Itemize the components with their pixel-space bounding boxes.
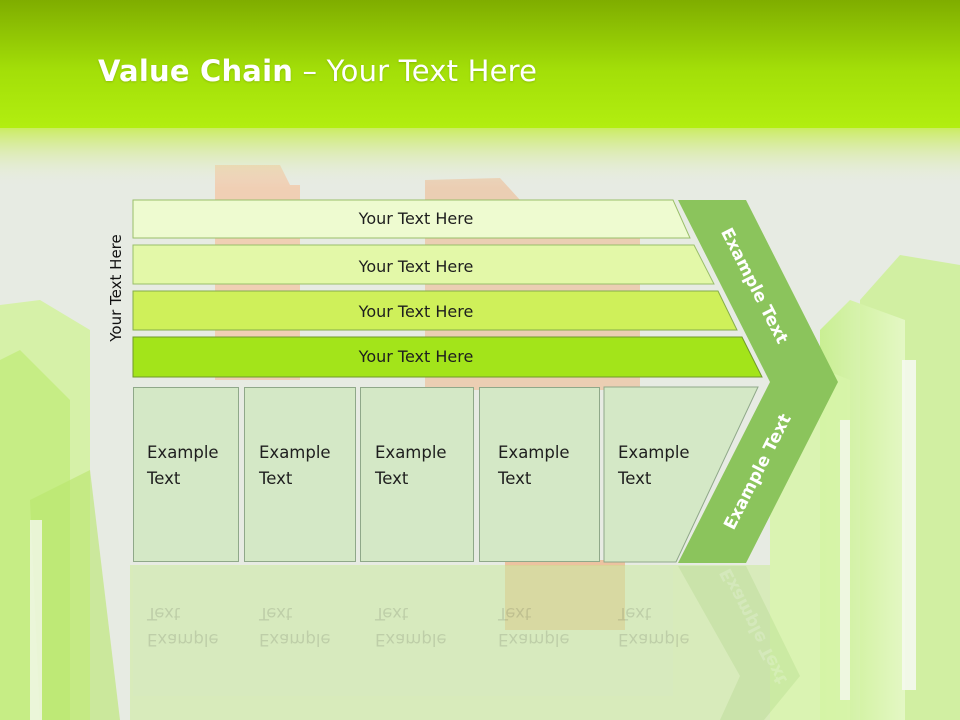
row-bar-1 [132, 199, 691, 239]
column-box-2 [244, 387, 356, 562]
row-bar-2 [132, 244, 715, 285]
column-box-4 [479, 387, 600, 562]
row-bar-4 [132, 336, 763, 378]
column-box-5 [603, 386, 759, 563]
chevron-arrow [678, 200, 838, 563]
page-title: Value Chain – Your Text Here [98, 54, 537, 88]
columns-reflection [133, 566, 673, 696]
column-box-3 [360, 387, 474, 562]
title-rest: – Your Text Here [293, 54, 538, 88]
column-box-1 [133, 387, 239, 562]
row-bar-3 [132, 290, 738, 331]
row-label-2: Your Text Here [358, 257, 474, 276]
chevron-reflection [678, 566, 800, 720]
row-label-1: Your Text Here [358, 209, 474, 228]
row-label-4: Your Text Here [358, 347, 474, 366]
title-bold: Value Chain [98, 54, 294, 88]
row-label-3: Your Text Here [358, 302, 474, 321]
